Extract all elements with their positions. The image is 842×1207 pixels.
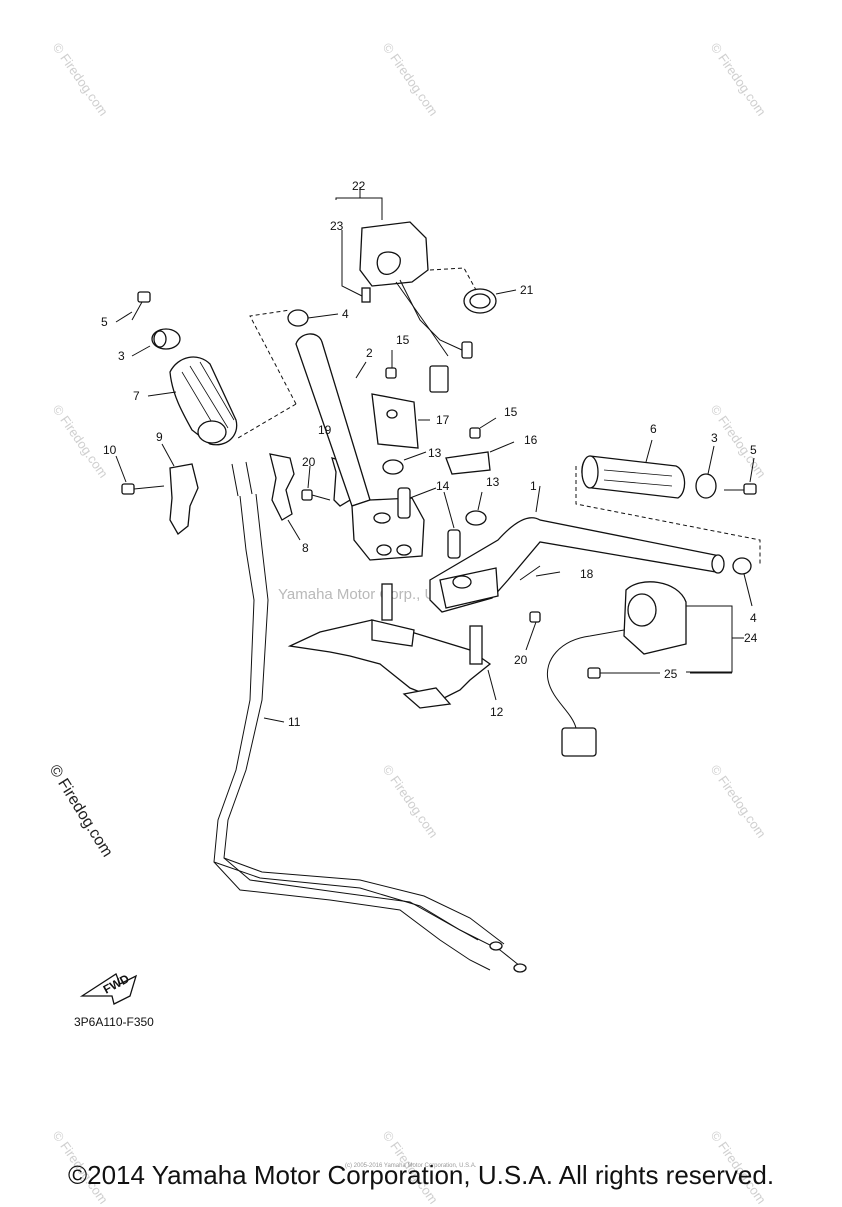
callout-11: 11 bbox=[288, 715, 301, 729]
callout-18: 18 bbox=[580, 567, 594, 581]
plate-16 bbox=[445, 441, 515, 475]
callout-24: 24 bbox=[744, 631, 758, 645]
leader-dashed bbox=[249, 309, 297, 405]
leader-dashed bbox=[237, 403, 297, 439]
bolt-15-right bbox=[469, 417, 497, 439]
grip-7 bbox=[147, 356, 238, 446]
bolt-5-right bbox=[724, 457, 757, 495]
callout-16: 16 bbox=[524, 433, 538, 447]
callout-21: 21 bbox=[520, 283, 534, 297]
callout-25: 25 bbox=[664, 667, 678, 681]
handlebar-1 bbox=[429, 485, 725, 613]
callout-22: 22 bbox=[352, 179, 366, 193]
bolt-20-right bbox=[525, 611, 541, 651]
callout-7: 7 bbox=[133, 389, 140, 403]
direction-arrow-fwd: FWD bbox=[79, 971, 138, 1005]
callout-4: 4 bbox=[342, 307, 349, 321]
callout-9: 9 bbox=[156, 430, 163, 444]
callout-14: 14 bbox=[436, 479, 450, 493]
handlebar-switch-22 bbox=[335, 187, 473, 393]
weight-3-left bbox=[131, 328, 181, 357]
bolt-20-left bbox=[301, 465, 331, 501]
cap-4-top bbox=[287, 309, 339, 327]
collar-13-left bbox=[382, 451, 427, 475]
collar-13-right bbox=[465, 491, 487, 526]
callout-5: 5 bbox=[101, 315, 108, 329]
screw-25 bbox=[587, 667, 732, 679]
cable-11 bbox=[213, 461, 527, 973]
cable-guide-8 bbox=[269, 453, 301, 541]
leader-dashed bbox=[575, 466, 761, 566]
callout-15: 15 bbox=[396, 333, 410, 347]
callout-13: 13 bbox=[486, 475, 500, 489]
callout-20: 20 bbox=[302, 455, 316, 469]
grip-6 bbox=[581, 439, 686, 499]
callout-17: 17 bbox=[436, 413, 450, 427]
callout-6: 6 bbox=[650, 422, 657, 436]
connector-18 bbox=[519, 565, 561, 581]
lever-holder-9 bbox=[161, 443, 199, 535]
bolt-5-left bbox=[115, 291, 151, 323]
weight-3-right bbox=[695, 445, 717, 499]
callouts: 1 2 3 3 4 4 5 5 6 7 8 9 10 11 12 13 13 1… bbox=[101, 179, 758, 729]
callout-2: 2 bbox=[366, 346, 373, 360]
diagram-code: 3P6A110-F350 bbox=[74, 1015, 154, 1029]
fine-print: (c) 2005-2016 Yamaha Motor Corporation, … bbox=[345, 1163, 477, 1169]
callout-13: 13 bbox=[428, 446, 442, 460]
callout-19: 19 bbox=[318, 423, 332, 437]
center-watermark: Yamaha Motor Corp., U.S.A. bbox=[278, 586, 468, 603]
bolt-14-left bbox=[397, 487, 437, 519]
callout-20: 20 bbox=[514, 653, 528, 667]
cap-4-right bbox=[732, 557, 753, 607]
callout-23: 23 bbox=[330, 219, 344, 233]
copyright-footer: ©2014 Yamaha Motor Corporation, U.S.A. A… bbox=[67, 1160, 775, 1190]
callout-12: 12 bbox=[490, 705, 504, 719]
callout-3: 3 bbox=[711, 431, 718, 445]
holder-12 bbox=[287, 583, 497, 709]
bolt-10 bbox=[115, 455, 165, 495]
bolt-14-right bbox=[443, 491, 461, 559]
callout-1: 1 bbox=[530, 479, 537, 493]
handlebar-switch-24 bbox=[546, 581, 744, 757]
plate-17 bbox=[371, 393, 430, 449]
callout-3: 3 bbox=[118, 349, 125, 363]
bolt-15-left bbox=[385, 350, 397, 379]
callout-15: 15 bbox=[504, 405, 518, 419]
callout-8: 8 bbox=[302, 541, 309, 555]
callout-4: 4 bbox=[750, 611, 757, 625]
callout-10: 10 bbox=[103, 443, 117, 457]
callout-5: 5 bbox=[750, 443, 757, 457]
grip-end-21 bbox=[429, 267, 517, 314]
